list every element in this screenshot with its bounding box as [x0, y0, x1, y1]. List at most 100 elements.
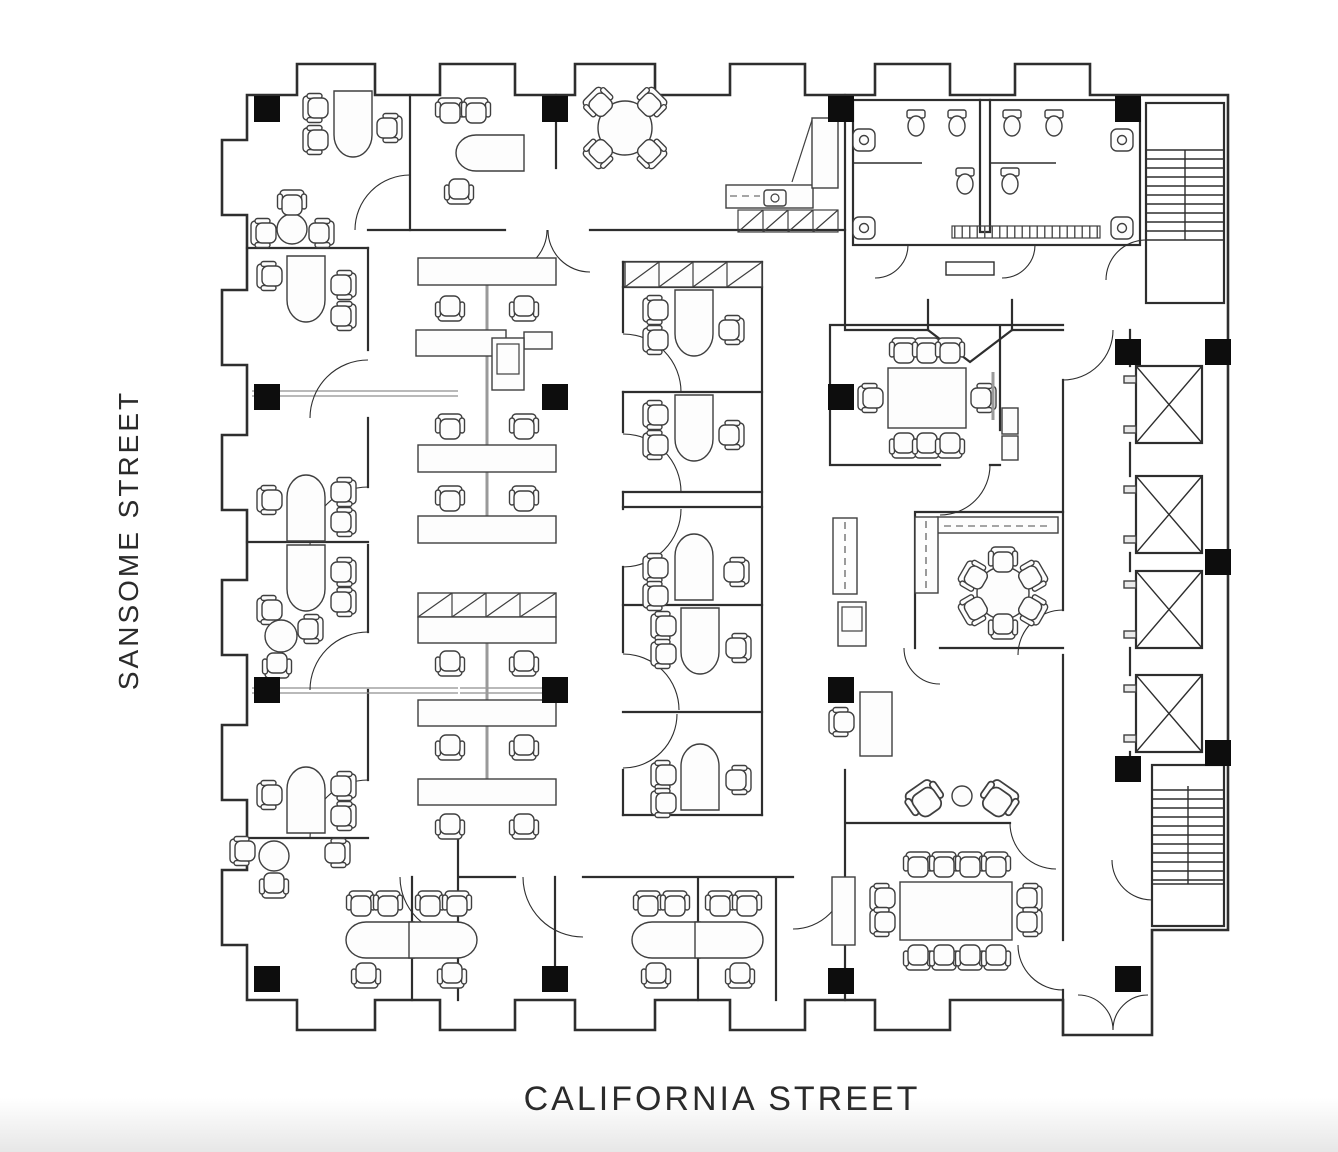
- chair-icon: [928, 944, 960, 971]
- chair-icon: [954, 851, 986, 878]
- chair-icon: [256, 484, 283, 516]
- chair-icon: [330, 506, 357, 538]
- toilet-icon: [1000, 167, 1020, 195]
- elevator-shaft: [1123, 569, 1204, 650]
- conference-room-large: [831, 851, 1043, 971]
- chair-icon: [642, 552, 669, 584]
- chair-icon: [508, 295, 540, 322]
- stair-south: [1111, 763, 1226, 928]
- counter: [936, 516, 1059, 534]
- chair-icon: [297, 613, 324, 645]
- chair-icon: [659, 890, 691, 917]
- chair-icon: [434, 413, 466, 440]
- column: [828, 384, 854, 410]
- chair-icon: [258, 872, 290, 899]
- column: [254, 384, 280, 410]
- core-detail: [843, 93, 1226, 1037]
- chair-icon: [725, 632, 752, 664]
- chair-icon: [718, 419, 745, 451]
- round-table: [276, 213, 308, 245]
- offices-west: [229, 255, 357, 899]
- street-label-sansome: SANSOME STREET: [113, 390, 144, 690]
- column: [828, 968, 854, 994]
- column: [254, 96, 280, 122]
- storage-hatch: [417, 592, 557, 618]
- elevator-shaft: [1123, 364, 1204, 445]
- chair-icon: [414, 890, 446, 917]
- lounge-table: [579, 83, 671, 173]
- chair-icon: [650, 759, 677, 791]
- chair-icon: [434, 295, 466, 322]
- column: [542, 96, 568, 122]
- chair-icon: [256, 779, 283, 811]
- chair-icon: [508, 813, 540, 840]
- workstation-cluster-b: [417, 592, 557, 840]
- column: [1115, 96, 1141, 122]
- chair-icon: [324, 837, 351, 869]
- chair-icon: [302, 92, 329, 124]
- elevator-shaft: [1123, 673, 1204, 754]
- sink-icon: [763, 189, 787, 207]
- conference-room-medium: [857, 337, 1019, 461]
- chair-icon: [330, 269, 357, 301]
- round-table: [258, 840, 290, 872]
- chair-icon: [642, 324, 669, 356]
- open-area-touchdown: [828, 601, 893, 757]
- sink-icon: [1110, 128, 1134, 152]
- closet: [811, 117, 839, 189]
- conference-table: [887, 367, 967, 429]
- bench-desk: [417, 257, 557, 286]
- toilet-icon: [906, 109, 926, 137]
- desk: [286, 766, 326, 834]
- desk: [631, 921, 701, 959]
- column: [1115, 756, 1141, 782]
- column: [542, 384, 568, 410]
- lounge-seating: [900, 775, 1024, 824]
- chair-icon: [980, 851, 1012, 878]
- street-label-california: CALIFORNIA STREET: [524, 1080, 921, 1118]
- column: [542, 677, 568, 703]
- page-gradient: [0, 1098, 1338, 1152]
- interior-walls: [245, 93, 1065, 1002]
- column: [1205, 549, 1231, 575]
- chair-icon: [376, 112, 403, 144]
- chair-icon: [857, 382, 884, 414]
- desk: [455, 134, 525, 172]
- chair-icon: [330, 770, 357, 802]
- bench-desk: [417, 616, 557, 644]
- chair-icon: [934, 337, 966, 364]
- sink-icon: [852, 216, 876, 240]
- chair-icon: [934, 432, 966, 459]
- bench-desk: [417, 699, 557, 727]
- desk: [408, 921, 478, 959]
- round-table: [597, 100, 653, 156]
- chair-icon: [308, 217, 335, 249]
- chair-icon: [350, 962, 382, 989]
- column: [1115, 966, 1141, 992]
- toilet-icon: [947, 109, 967, 137]
- toilet-icon: [1002, 109, 1022, 137]
- desk: [680, 607, 720, 675]
- desk: [333, 90, 373, 158]
- chair-icon: [1016, 906, 1043, 938]
- chair-icon: [642, 580, 669, 612]
- side-table: [523, 331, 553, 350]
- chair-icon: [928, 851, 960, 878]
- chair-icon: [434, 97, 466, 124]
- chair-icon: [302, 124, 329, 156]
- chair-icon: [987, 613, 1019, 640]
- chair-icon: [330, 556, 357, 588]
- exterior-wall: [220, 62, 1230, 1037]
- chair-icon: [434, 485, 466, 512]
- chair-icon: [902, 944, 934, 971]
- offices-center: [624, 261, 763, 819]
- chair-icon: [443, 178, 475, 205]
- toilet-icon: [955, 167, 975, 195]
- printer: [837, 601, 867, 647]
- restrooms: [851, 98, 1142, 279]
- workstation-cluster-a: [415, 257, 557, 544]
- elevator-shaft: [1123, 474, 1204, 555]
- chair-icon: [642, 399, 669, 431]
- desk: [694, 921, 764, 959]
- chair-icon: [508, 734, 540, 761]
